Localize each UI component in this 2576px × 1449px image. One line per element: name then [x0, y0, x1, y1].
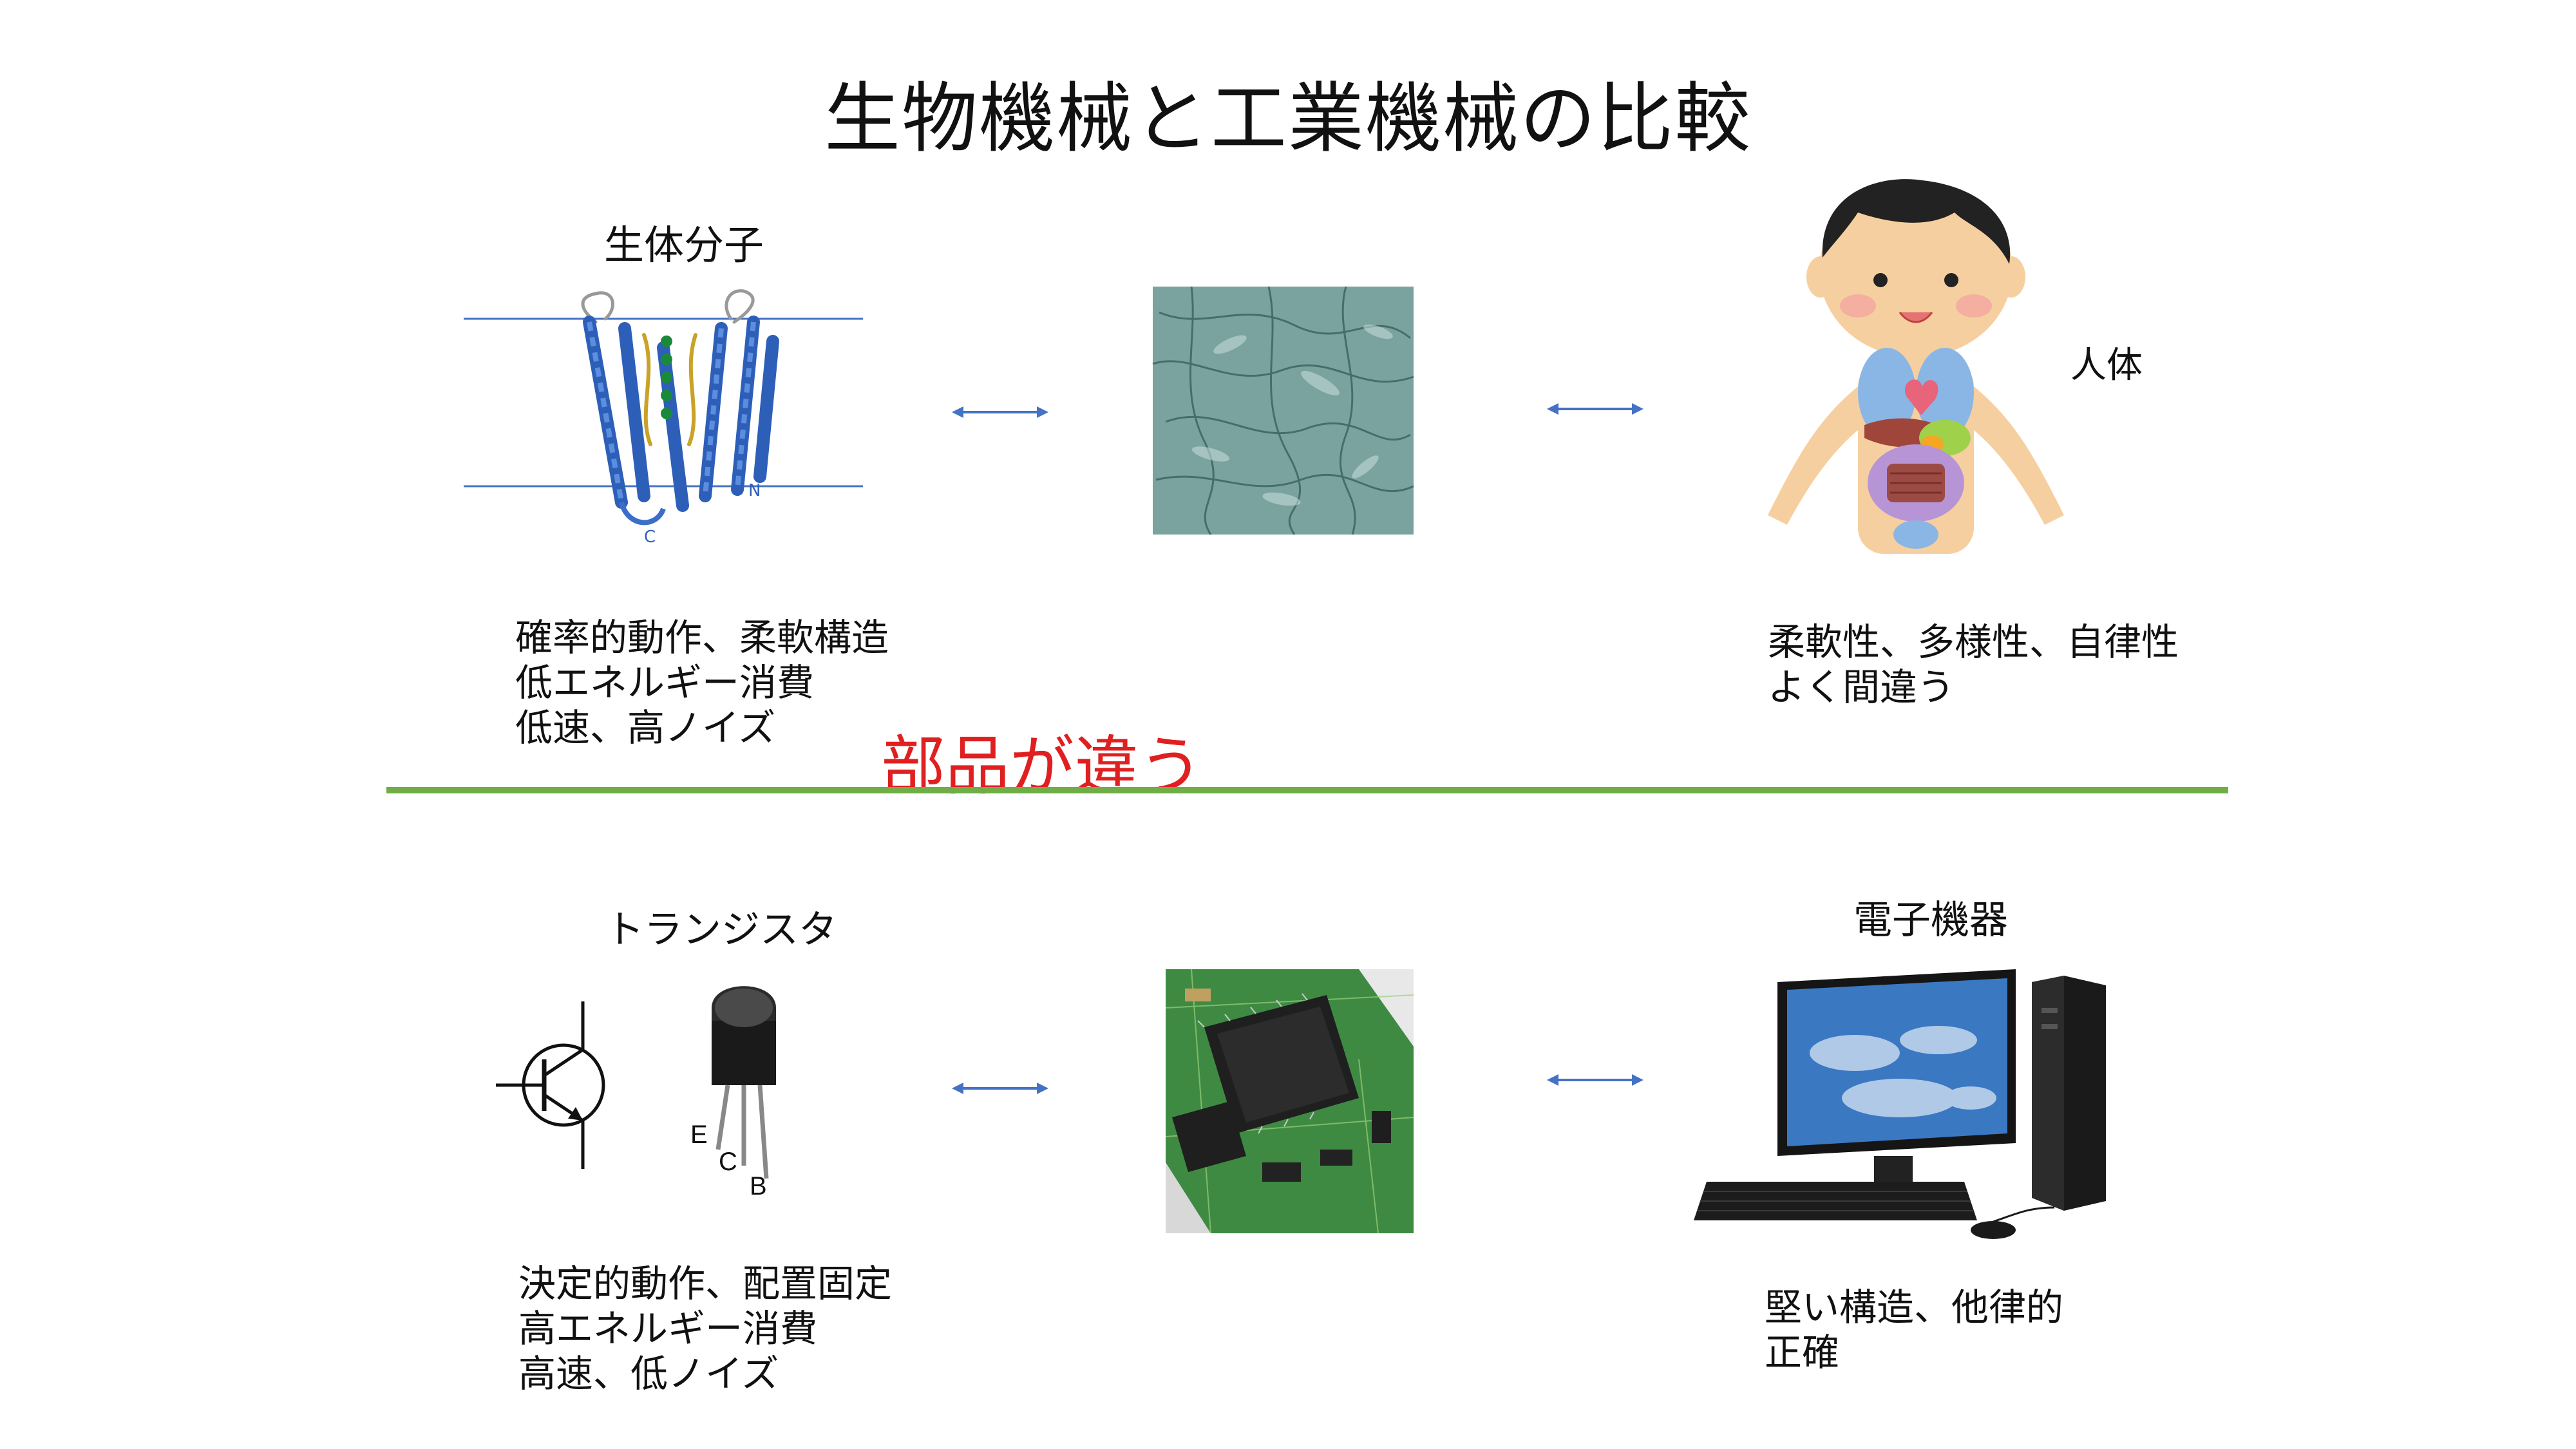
pin-b-label: B [750, 1172, 767, 1200]
protein-n-terminus-label: N [748, 481, 761, 500]
pin-c-label: C [719, 1148, 737, 1176]
protein-c-terminus-label: C [644, 527, 656, 547]
human-body-image [1761, 174, 2070, 560]
human-body-label: 人体 [2070, 336, 2143, 388]
transistor-label: トランジスタ [605, 898, 837, 954]
page-title: 生物機械と工業機械の比較 [0, 57, 2576, 167]
double-arrow-icon [1547, 399, 1643, 419]
description-line: 高速、低ノイズ [518, 1351, 892, 1396]
cell-micrograph-image [1153, 287, 1414, 535]
double-arrow-icon [952, 1079, 1048, 1098]
section-divider [386, 787, 2228, 793]
transistor-package-image: E C B [683, 982, 811, 1201]
human-body-description: 柔軟性、多様性、自律性 よく間違う [1768, 620, 2179, 710]
description-line: 高エネルギー消費 [518, 1306, 892, 1351]
description-line: 低エネルギー消費 [515, 660, 889, 705]
description-line: 柔軟性、多様性、自律性 [1768, 620, 2179, 665]
electronic-device-description: 堅い構造、他律的 正確 [1765, 1285, 2063, 1375]
description-line: 堅い構造、他律的 [1765, 1285, 2063, 1330]
biomolecule-description: 確率的動作、柔軟構造 低エネルギー消費 低速、高ノイズ [515, 615, 889, 750]
transistor-symbol-icon [496, 1001, 618, 1169]
pin-e-label: E [690, 1121, 708, 1149]
desktop-computer-image [1694, 969, 2132, 1240]
double-arrow-icon [1547, 1070, 1643, 1090]
description-line: 正確 [1765, 1330, 2063, 1375]
description-line: よく間違う [1768, 665, 2179, 710]
description-line: 低速、高ノイズ [515, 705, 889, 750]
circuit-board-image [1166, 969, 1414, 1233]
transistor-description: 決定的動作、配置固定 高エネルギー消費 高速、低ノイズ [518, 1261, 892, 1396]
description-line: 決定的動作、配置固定 [518, 1261, 892, 1306]
double-arrow-icon [952, 402, 1048, 422]
description-line: 確率的動作、柔軟構造 [515, 615, 889, 660]
membrane-protein-image: C N [451, 283, 869, 554]
biomolecule-label: 生体分子 [604, 213, 764, 270]
electronic-device-label: 電子機器 [1853, 889, 2008, 945]
